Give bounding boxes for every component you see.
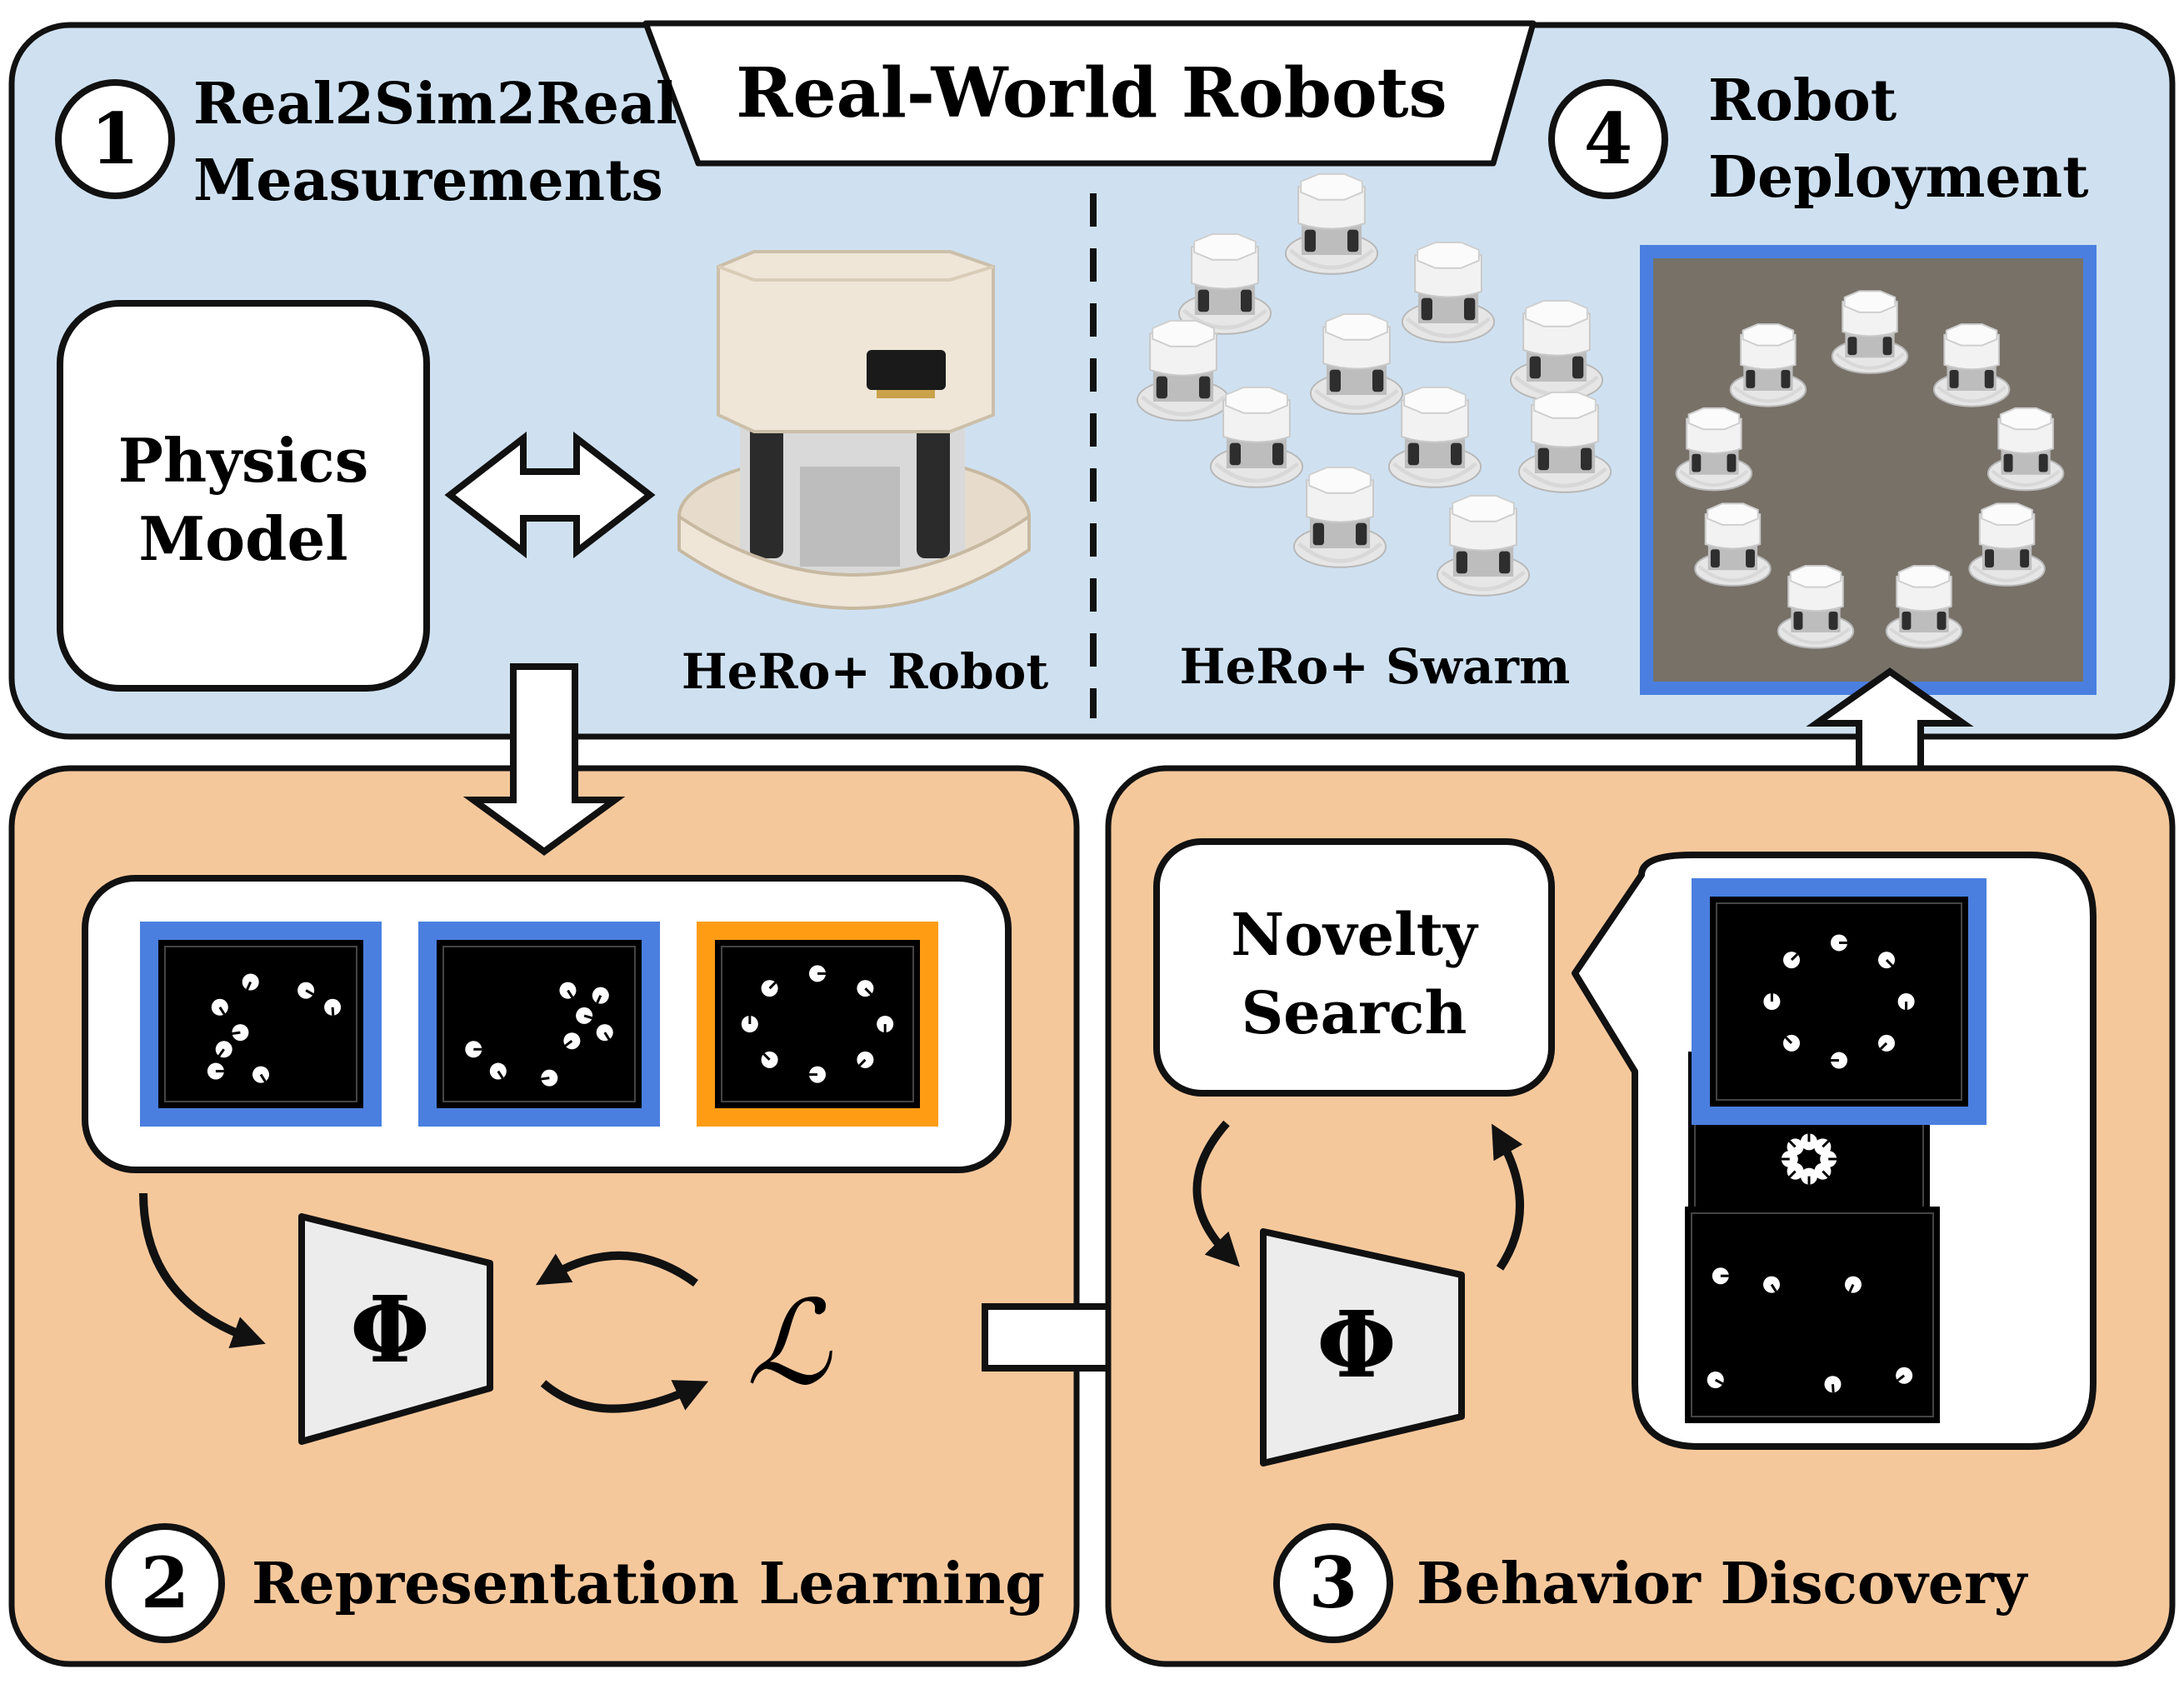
encoder-symbol-1: Φ — [350, 1276, 430, 1383]
robot-unit — [1309, 312, 1404, 415]
encoder-block-1: Φ — [298, 1213, 493, 1445]
hero-robot-label: HeRo+ Robot — [682, 643, 1049, 700]
encoder-symbol-2: Φ — [1317, 1291, 1397, 1398]
robot-unit — [1517, 391, 1612, 493]
robot-unit — [1136, 319, 1231, 422]
step-4-badge — [1548, 79, 1668, 199]
step-4-title-line1: Robot — [1708, 67, 1897, 134]
step-2-title: Representation Learning — [252, 1551, 1045, 1617]
step-2-badge — [105, 1523, 225, 1643]
robot-unit — [1436, 494, 1531, 597]
novelty-search-line2: Search — [1242, 978, 1467, 1047]
step-1-number: 1 — [91, 97, 139, 180]
encoder-block-2: Φ — [1260, 1228, 1465, 1467]
robot-unit — [1177, 232, 1272, 335]
trajectory-thumbnail — [1692, 878, 1987, 1125]
novelty-search-box: Novelty Search — [1153, 838, 1555, 1097]
step-2-header: 2 Representation Learning — [105, 1523, 1045, 1643]
sample-thumbnails — [140, 922, 938, 1127]
physics-model-line1: Physics — [118, 425, 369, 496]
robot-unit — [1387, 386, 1482, 488]
deployment-photo — [1640, 245, 2097, 695]
robot-unit — [1831, 290, 1909, 374]
robot-unit — [1968, 502, 2046, 587]
hero-swarm-photo — [1136, 172, 1612, 597]
loss-symbol: ℒ — [747, 1276, 833, 1412]
novelty-search-line1: Novelty — [1231, 900, 1479, 969]
step-3-title: Behavior Discovery — [1417, 1551, 2029, 1617]
robot-unit — [1284, 172, 1379, 275]
robot-unit — [1209, 386, 1304, 488]
step-4-title-line2: Deployment — [1708, 144, 2089, 211]
trajectory-thumbnail — [418, 922, 660, 1127]
step-1-title-line1: Real2Sim2Real — [193, 71, 677, 137]
robot-unit — [1694, 502, 1772, 587]
trajectory-thumbnail — [697, 922, 938, 1127]
trajectory-thumbnail — [1685, 1207, 1940, 1423]
page-title: Real-World Robots — [736, 53, 1447, 133]
robot-unit — [1292, 466, 1387, 568]
curved-arrow-icon — [139, 1192, 266, 1349]
curved-arrow-icon — [1192, 1120, 1240, 1267]
step-3-header: 3 Behavior Discovery — [1273, 1523, 2029, 1643]
cycle-arrows-icon — [535, 1251, 709, 1413]
step-3-number: 3 — [1309, 1542, 1357, 1624]
robot-unit — [1885, 565, 1963, 649]
step-4-header: 4 Robot Deployment — [1548, 67, 2089, 211]
step-1-title-line2: Measurements — [193, 147, 663, 214]
robot-unit — [1729, 323, 1807, 407]
robot-unit — [1401, 241, 1496, 343]
step-3-badge — [1273, 1523, 1393, 1643]
step-1-badge — [55, 79, 175, 199]
robot-unit — [1777, 565, 1855, 649]
hero-swarm-label: HeRo+ Swarm — [1180, 638, 1571, 695]
title-banner: Real-World Robots — [642, 20, 1537, 167]
discovered-behaviors-bubble — [1572, 852, 2097, 1450]
step-1-header: 1 Real2Sim2Real Measurements — [55, 71, 677, 214]
trajectory-thumbnail — [140, 922, 382, 1127]
double-arrow-icon — [444, 431, 656, 559]
hero-robot-photo — [677, 250, 1031, 610]
robot-unit — [1987, 407, 2065, 492]
down-arrow-icon — [462, 663, 626, 856]
robot-unit — [1932, 323, 2011, 407]
physics-model-line2: Model — [138, 503, 347, 574]
robot-unit — [1675, 407, 1753, 492]
robot-unit — [1509, 299, 1604, 402]
step-2-number: 2 — [141, 1542, 189, 1624]
curved-arrow-icon — [1492, 1123, 1524, 1271]
physics-model-box: Physics Model — [57, 300, 430, 692]
step-4-number: 4 — [1584, 97, 1632, 180]
